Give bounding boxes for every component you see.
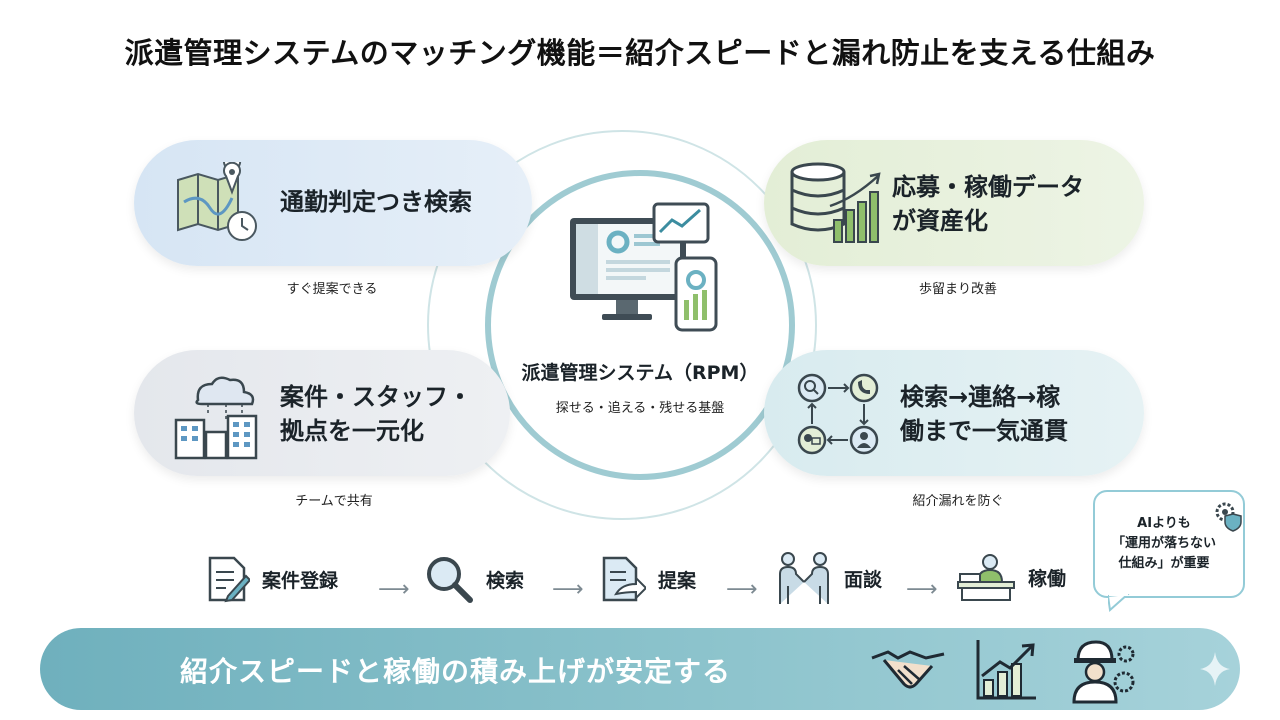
summary-banner: 紹介スピードと稼働の積み上げが安定する (40, 628, 1240, 710)
flow-arrow: ⟶ (906, 577, 938, 602)
flow-arrow: ⟶ (552, 577, 584, 602)
feature-label: 案件・スタッフ・ 拠点を一元化 (280, 383, 472, 445)
feature-label: 通勤判定つき検索 (280, 188, 472, 216)
center-title: 派遣管理システム（RPM） (521, 362, 759, 384)
feature-caption: チームで共有 (295, 494, 373, 509)
flow-label: 検索 (486, 569, 525, 592)
bubble-tail (1108, 594, 1130, 612)
worker-desk-icon (957, 554, 1015, 601)
callout-bubble: AIよりも 「運用が落ちない 仕組み」が重要 (1093, 490, 1245, 598)
cloud-buildings-icon (174, 376, 258, 460)
growth-chart-icon (976, 640, 1036, 700)
feature-commute-search: 通勤判定つき検索 (134, 140, 532, 266)
database-chart-icon (790, 162, 881, 243)
feature-end-to-end: 検索→連絡→稼 働まで一気通貫 (764, 350, 1144, 476)
flow-label: 稼働 (1028, 567, 1067, 590)
feature-data-asset: 応募・稼働データ が資産化 (764, 140, 1144, 266)
flow-label: 提案 (658, 569, 697, 592)
engineer-gears-icon (1072, 640, 1135, 704)
page-title: 派遣管理システムのマッチング機能＝紹介スピードと漏れ防止を支える仕組み (124, 36, 1156, 70)
feature-unified-data: 案件・スタッフ・ 拠点を一元化 (134, 350, 510, 476)
flow-label: 案件登録 (262, 569, 339, 592)
sparkle-icon (1200, 652, 1230, 686)
process-cycle-icon (797, 373, 879, 455)
center-subtitle: 探せる・追える・残せる基盤 (555, 401, 725, 416)
banner-text: 紹介スピードと稼働の積み上げが安定する (180, 655, 732, 688)
flow-step-search: 検索 (424, 554, 524, 604)
magnifier-icon (427, 557, 473, 603)
callout-text: AIよりも 「運用が落ちない 仕組み」が重要 (1111, 516, 1216, 571)
feature-caption: すぐ提案できる (286, 282, 378, 297)
flow-step-register: 案件登録 (206, 554, 338, 604)
feature-caption: 歩留まり改善 (918, 282, 997, 297)
document-send-icon (602, 556, 646, 602)
feature-label: 検索→連絡→稼 働まで一気通貫 (900, 383, 1068, 445)
handshake-icon (871, 650, 945, 689)
feature-caption: 紹介漏れを防ぐ (912, 494, 1004, 509)
document-edit-icon (208, 556, 250, 603)
flow-arrow: ⟶ (726, 577, 758, 602)
map-clock-icon (177, 162, 257, 241)
monitor-phone-icon (570, 202, 718, 332)
feature-label: 応募・稼働データ が資産化 (892, 173, 1084, 235)
flow-step-interview: 面談 (776, 550, 882, 606)
flow-label: 面談 (844, 568, 883, 591)
flow-step-propose: 提案 (600, 554, 696, 604)
flow-arrow: ⟶ (378, 577, 410, 602)
flow-step-working: 稼働 (956, 552, 1066, 602)
gear-shield-icon (1215, 502, 1242, 532)
handshake-people-icon (779, 552, 829, 604)
